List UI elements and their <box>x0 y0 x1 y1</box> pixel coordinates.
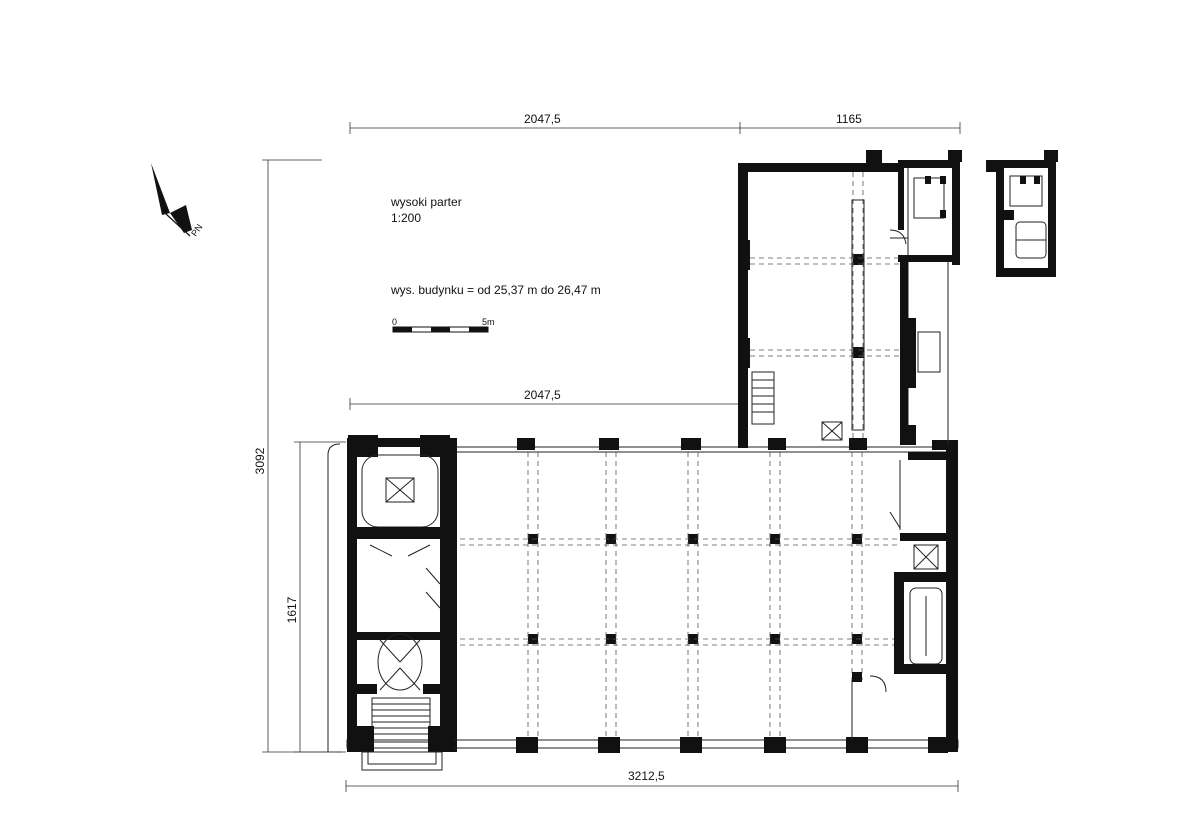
building-height-note: wys. budynku = od 25,37 m do 26,47 m <box>391 283 601 297</box>
dimension-left-outer: 3092 <box>253 447 267 475</box>
north-arrow-icon <box>151 163 192 237</box>
grid-lines <box>460 172 900 740</box>
left-wing-rooms <box>347 435 457 771</box>
scale-bar <box>392 326 489 333</box>
plan-scale: 1:200 <box>391 211 422 225</box>
plan-title: wysoki parter <box>391 195 462 209</box>
scale-bar-end-label: 5m <box>482 317 495 327</box>
dimension-top-right: 1165 <box>836 112 862 126</box>
dimension-lines <box>262 122 961 792</box>
scale-bar-start-label: 0 <box>392 317 398 327</box>
dimension-bottom: 3212,5 <box>628 769 665 783</box>
dimension-left-inner: 1617 <box>285 596 299 624</box>
outer-walls <box>346 150 962 752</box>
right-core <box>851 452 948 740</box>
structural-columns <box>516 240 948 753</box>
tower-details <box>751 176 946 441</box>
dimension-top-left: 2047,5 <box>524 112 561 126</box>
dimension-middle: 2047,5 <box>524 388 561 402</box>
annex-plan <box>986 150 1058 277</box>
